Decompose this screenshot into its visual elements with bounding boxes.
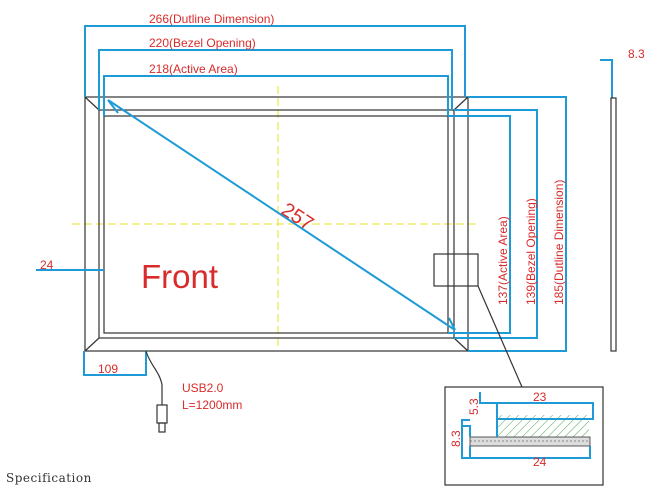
side-profile — [610, 97, 617, 352]
detail-top-width-label: 23 — [533, 390, 547, 404]
specification-caption: Specification — [6, 471, 92, 485]
diagonal-label: 257 — [277, 199, 317, 236]
cable-type-label: USB2.0 — [182, 381, 224, 395]
dimension-lines — [36, 25, 613, 376]
outline-width-label: 266(Dutline Dimension) — [149, 12, 274, 26]
usb-connector — [433, 253, 523, 388]
bezel-width-label: 220(Bezel Opening) — [149, 36, 256, 50]
usb-cable — [145, 350, 168, 433]
active-height-label: 137(Active Area) — [496, 216, 510, 305]
panel-frame — [84, 96, 469, 352]
bezel-height-label: 139(Bezel Opening) — [524, 198, 538, 305]
front-label: Front — [141, 258, 218, 295]
active-width-label: 218(Active Area) — [149, 62, 238, 76]
center-lines — [72, 86, 480, 350]
thickness-label: 8.3 — [628, 47, 645, 61]
detail-bottom-width-label: 24 — [533, 455, 547, 469]
diagonal-dimension — [107, 99, 456, 331]
cross-section-detail — [444, 386, 604, 486]
cable-length-label: L=1200mm — [182, 398, 242, 412]
bottom-offset-label: 109 — [98, 362, 118, 376]
detail-glass-label: 5.3 — [467, 398, 481, 415]
outline-height-label: 185(Dutline Dimension) — [552, 180, 566, 305]
detail-thickness-label: 8.3 — [449, 430, 463, 447]
side-margin-label: 24 — [40, 258, 54, 272]
